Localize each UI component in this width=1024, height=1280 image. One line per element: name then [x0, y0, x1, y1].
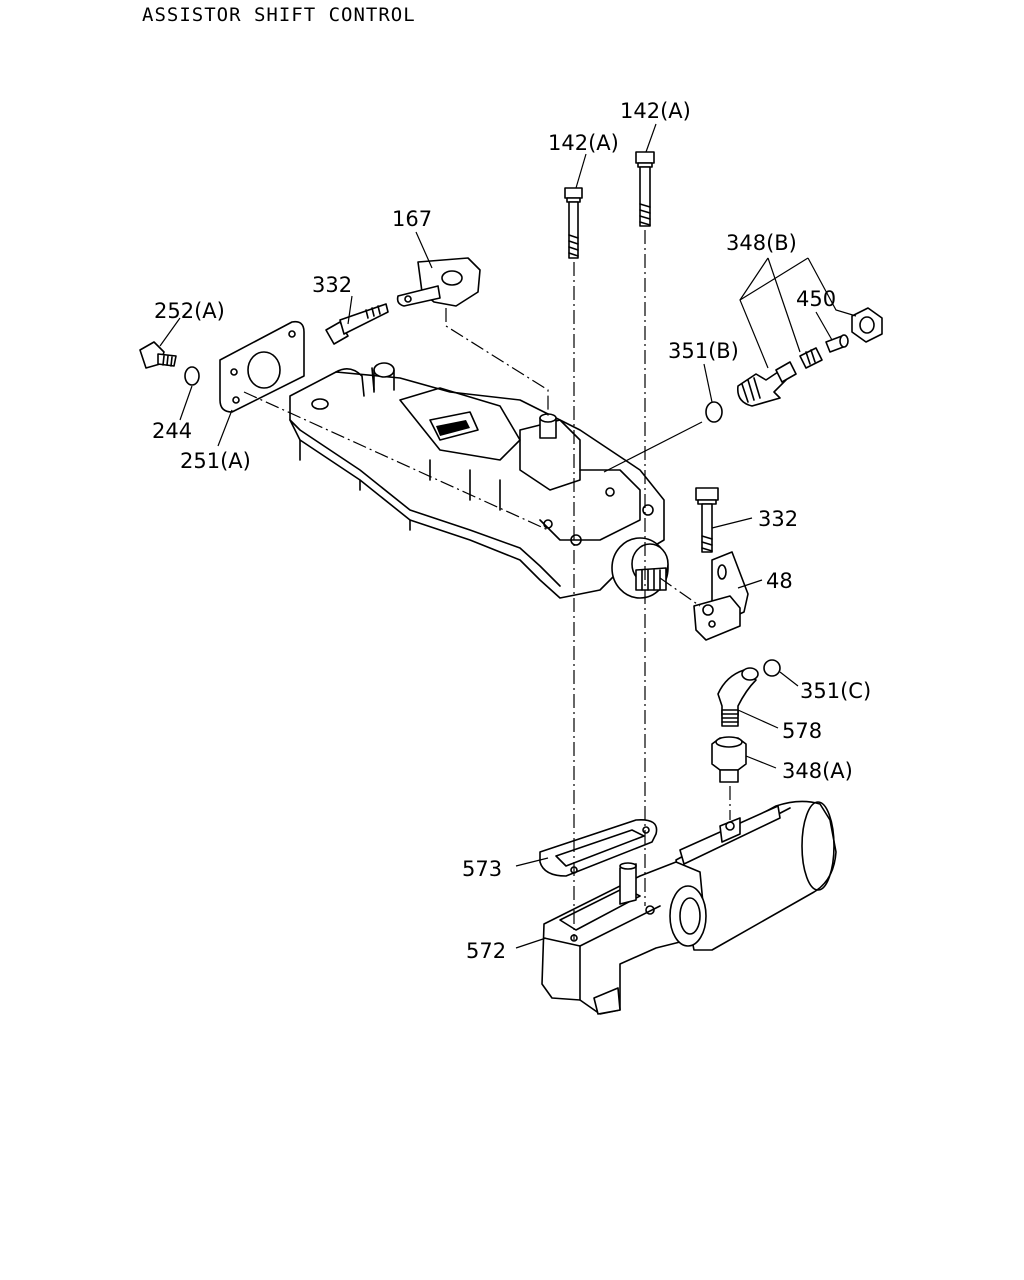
actuator-572 [541, 800, 837, 1015]
lever-48 [693, 551, 749, 641]
callout-48: 48 [766, 569, 793, 593]
elbow-578 [717, 667, 759, 727]
bracket-167 [396, 257, 481, 307]
callout-167: 167 [392, 207, 432, 231]
plug-348b [799, 347, 823, 369]
callout-573: 573 [462, 857, 502, 881]
callout-labels: 142(A) 142(A) 167 348(B) 332 252(A) 450 … [152, 99, 871, 963]
washer-351b [705, 401, 723, 423]
plate-251a [219, 320, 305, 413]
callout-348a: 348(A) [782, 759, 853, 783]
bolt-332-top [325, 303, 389, 345]
callout-332-top: 332 [312, 273, 352, 297]
callout-348b: 348(B) [726, 231, 797, 255]
assembly-guide-lines [243, 230, 731, 940]
callout-142a-left: 142(A) [548, 131, 619, 155]
callout-244: 244 [152, 419, 192, 443]
callout-578: 578 [782, 719, 822, 743]
callout-252a: 252(A) [154, 299, 225, 323]
pin-450 [825, 334, 849, 353]
leader-lines [159, 123, 857, 949]
bolt-252a [139, 341, 177, 369]
nut-450 [851, 307, 883, 343]
bolt-142a-right [635, 151, 655, 227]
callout-450: 450 [796, 287, 836, 311]
diagram-title: ASSISTOR SHIFT CONTROL [142, 4, 416, 26]
callout-142a-top: 142(A) [620, 99, 691, 123]
adapter-348a [711, 736, 747, 783]
callout-251a: 251(A) [180, 449, 251, 473]
callout-351c: 351(C) [800, 679, 871, 703]
fitting-348b [736, 361, 797, 407]
callout-572: 572 [466, 939, 506, 963]
washer-351c [763, 659, 781, 677]
gasket-573 [539, 818, 658, 877]
washer-244 [184, 366, 200, 386]
callout-332-right: 332 [758, 507, 798, 531]
bolt-332-right [695, 487, 719, 553]
callout-351b: 351(B) [668, 339, 739, 363]
bolt-142a-left [564, 187, 583, 259]
output-shaft [611, 537, 669, 599]
shift-control-body [289, 362, 665, 599]
